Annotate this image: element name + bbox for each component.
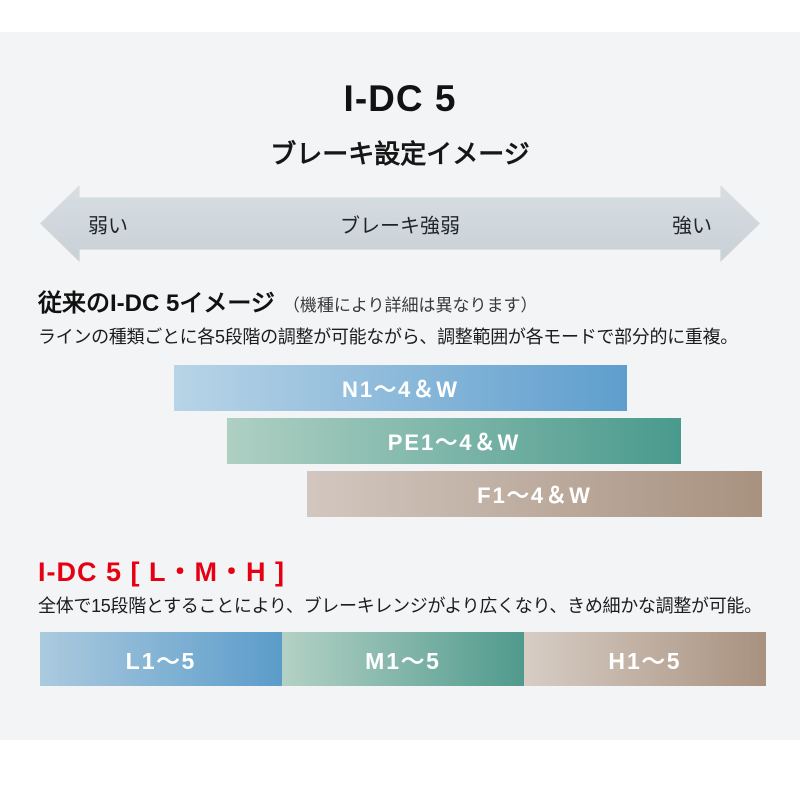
range-bar-pe: PE1〜4＆W (227, 418, 681, 464)
segment-low-label: L1〜5 (125, 648, 197, 674)
range-bar-pe-label: PE1〜4＆W (387, 430, 521, 455)
range-bar-fluoro-label: F1〜4＆W (477, 483, 592, 508)
conventional-heading: 従来のI-DC 5イメージ (38, 290, 275, 317)
range-bar-nylon: N1〜4＆W (174, 365, 627, 411)
page-subtitle: ブレーキ設定イメージ (270, 139, 530, 169)
new-mode-heading: I-DC 5 [ L・M・H ] (38, 557, 285, 587)
segment-high: H1〜5 (524, 632, 766, 686)
new-mode-description: 全体で15段階とすることにより、ブレーキレンジがより広くなり、きめ細かな調整が可… (38, 596, 762, 616)
page-title: I-DC 5 (343, 78, 457, 119)
axis-label-center: ブレーキ強弱 (340, 215, 460, 237)
combined-range-bar: L1〜5 M1〜5 H1〜5 (40, 632, 766, 686)
axis-label-weak: 弱い (88, 215, 128, 237)
conventional-description: ラインの種類ごとに各5段階の調整が可能ながら、調整範囲が各モードで部分的に重複。 (38, 327, 739, 347)
segment-low: L1〜5 (40, 632, 282, 686)
brake-strength-axis-arrow: 弱い ブレーキ強弱 強い (40, 185, 760, 262)
segment-high-label: H1〜5 (608, 648, 682, 674)
segment-mid-label: M1〜5 (365, 648, 441, 674)
range-bar-nylon-label: N1〜4＆W (341, 377, 460, 402)
conventional-section-heading-row: 従来のI-DC 5イメージ （機種により詳細は異なります） (38, 283, 538, 318)
segment-mid: M1〜5 (282, 632, 524, 686)
axis-label-strong: 強い (672, 215, 712, 237)
range-bar-fluoro: F1〜4＆W (307, 471, 762, 517)
conventional-heading-note: （機種により詳細は異なります） (282, 296, 538, 315)
